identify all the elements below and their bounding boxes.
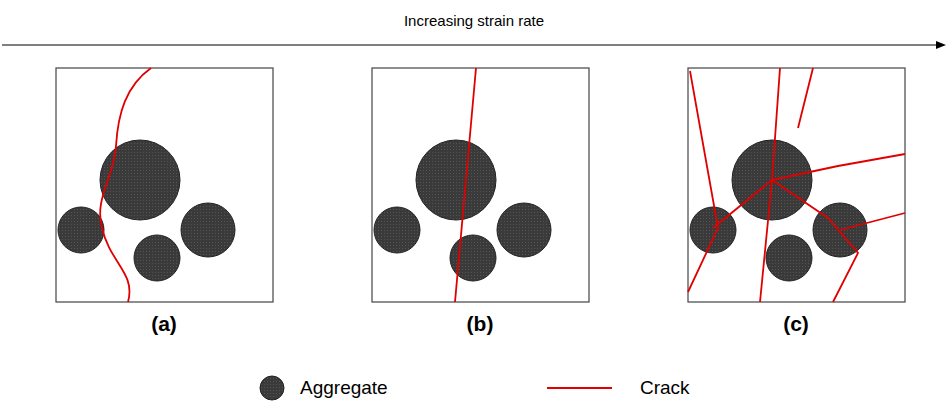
strain-arrow: [2, 44, 938, 45]
legend-text: Crack: [640, 377, 690, 399]
aggregate-sample: [260, 376, 284, 400]
legend-text: Aggregate: [300, 377, 388, 399]
panel-c: [688, 68, 905, 302]
panel-label: (c): [783, 312, 809, 336]
panel-b: [372, 68, 589, 302]
crack-sample: [547, 387, 612, 389]
axis-label: Increasing strain rate: [404, 12, 544, 29]
panel-label: (a): [151, 312, 177, 336]
panel-a: [56, 68, 273, 302]
panel-label: (b): [467, 312, 494, 336]
